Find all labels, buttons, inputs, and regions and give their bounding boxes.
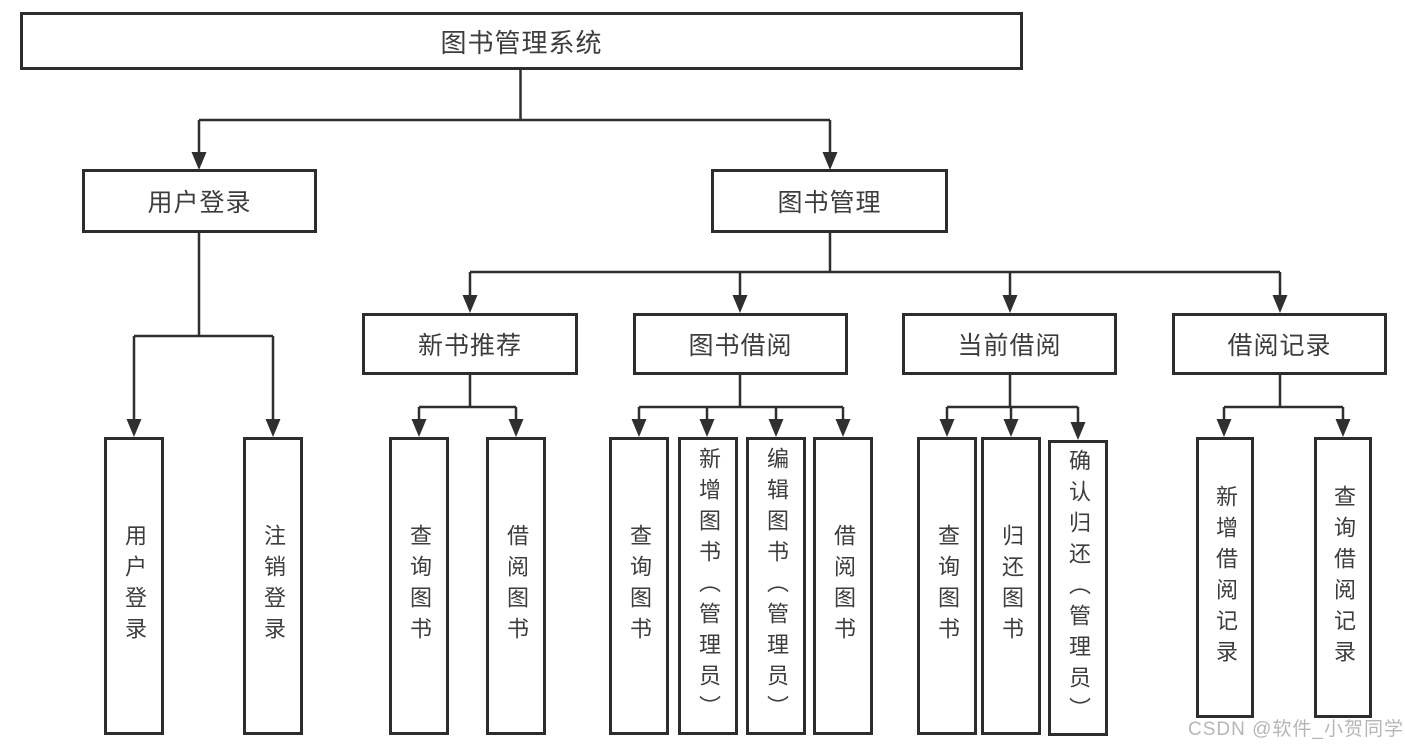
node-borrowing-records: 借阅记录	[1172, 313, 1387, 375]
node-label: 图书管理系统	[440, 27, 603, 58]
node-label: 借阅图书	[831, 524, 856, 648]
node-label: 新增图书（管理员）	[696, 446, 721, 726]
node-label: 查询图书	[627, 524, 652, 648]
leaf-query-borrow-record: 查询借阅记录	[1314, 437, 1372, 718]
node-new-book-recommendation: 新书推荐	[362, 313, 578, 375]
leaf-add-books-admin: 新增图书（管理员）	[678, 437, 738, 735]
leaf-confirm-return-admin: 确认归还（管理员）	[1048, 440, 1108, 736]
node-user-login: 用户登录	[82, 169, 317, 233]
leaf-edit-books-admin: 编辑图书（管理员）	[746, 437, 806, 735]
leaf-borrow-books: 借阅图书	[813, 437, 873, 735]
node-label: 当前借阅	[957, 332, 1062, 360]
node-label: 用户登录	[147, 189, 252, 217]
node-label: 注销登录	[261, 524, 286, 648]
node-label: 确认归还（管理员）	[1066, 448, 1091, 728]
node-label: 查询图书	[935, 524, 960, 648]
node-book-borrowing: 图书借阅	[633, 313, 848, 375]
node-book-management: 图书管理	[711, 169, 948, 233]
leaf-add-borrow-record: 新增借阅记录	[1196, 437, 1254, 718]
leaf-borrow-books-recommend: 借阅图书	[486, 437, 546, 735]
leaf-query-books-borrowing: 查询图书	[609, 437, 669, 735]
node-label: 查询借阅记录	[1331, 484, 1356, 671]
node-root-system: 图书管理系统	[20, 12, 1023, 70]
leaf-user-login: 用户登录	[104, 437, 164, 735]
node-label: 图书借阅	[688, 332, 793, 360]
leaf-query-books-current: 查询图书	[917, 437, 977, 735]
leaf-query-books-recommend: 查询图书	[389, 437, 449, 735]
node-label: 图书管理	[777, 189, 882, 217]
node-label: 借阅图书	[504, 524, 529, 648]
node-label: 编辑图书（管理员）	[764, 446, 789, 726]
node-label: 归还图书	[999, 524, 1024, 648]
node-current-borrowing: 当前借阅	[902, 313, 1117, 375]
node-label: 新增借阅记录	[1213, 484, 1238, 671]
node-label: 用户登录	[122, 524, 147, 648]
leaf-logout: 注销登录	[243, 437, 303, 735]
csdn-watermark: CSDN @软件_小贺同学	[1188, 719, 1404, 740]
node-label: 查询图书	[407, 524, 432, 648]
node-label: 借阅记录	[1227, 332, 1332, 360]
node-label: 新书推荐	[417, 332, 522, 360]
leaf-return-books: 归还图书	[981, 437, 1041, 735]
